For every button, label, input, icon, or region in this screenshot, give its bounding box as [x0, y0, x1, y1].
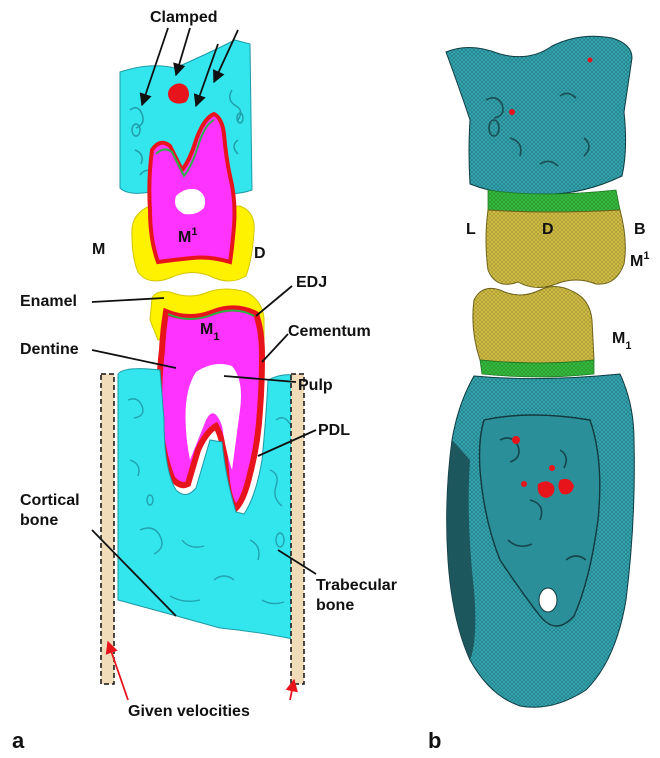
d-label-left: D: [254, 245, 266, 262]
panel-a-label: a: [12, 728, 25, 753]
cortical-label-line2: bone: [20, 512, 58, 529]
m-label-left: M: [92, 241, 105, 258]
edj-leader: [256, 286, 292, 316]
panel-b-illustration: L D B M1 M1 b: [428, 36, 649, 753]
right-velocity-bar: [291, 374, 304, 684]
cortical-label-line1: Cortical: [20, 492, 80, 509]
trabecular-label-line2: bone: [316, 597, 354, 614]
clamped-label: Clamped: [150, 9, 218, 26]
lower-crown-mesh: [473, 286, 594, 363]
edj-label: EDJ: [296, 274, 327, 291]
lower-bone-hole: [539, 588, 557, 612]
trabecular-label-line1: Trabecular: [316, 577, 397, 594]
panel-b-label: b: [428, 728, 441, 753]
given-velocities-label: Given velocities: [128, 703, 250, 720]
lower-bone-red-spot-5: [521, 481, 527, 487]
pdl-label: PDL: [318, 422, 350, 439]
lower-bone-red-spot-1: [512, 436, 520, 444]
lower-bone-red-spot-2: [549, 465, 555, 471]
l-label-right: L: [466, 221, 476, 238]
upper-molar-right-label: M1: [630, 250, 649, 270]
lower-molar-right-label: M1: [612, 330, 631, 352]
enamel-label: Enamel: [20, 293, 77, 310]
pulp-label: Pulp: [298, 377, 333, 394]
cementum-leader: [262, 334, 288, 362]
b-label-right: B: [634, 221, 646, 238]
upper-bone-red-spot-1: [509, 109, 515, 115]
dentine-label: Dentine: [20, 341, 79, 358]
upper-bone-mesh: [446, 36, 632, 194]
left-velocity-bar: [101, 374, 114, 684]
cementum-label: Cementum: [288, 323, 371, 340]
panel-a-illustration: Clamped M D M1 Enamel EDJ M1 Cementum De…: [12, 9, 397, 753]
d-label-right: D: [542, 221, 554, 238]
upper-bone-red-spot-2: [588, 58, 593, 63]
upper-crown-mesh: [486, 210, 625, 288]
